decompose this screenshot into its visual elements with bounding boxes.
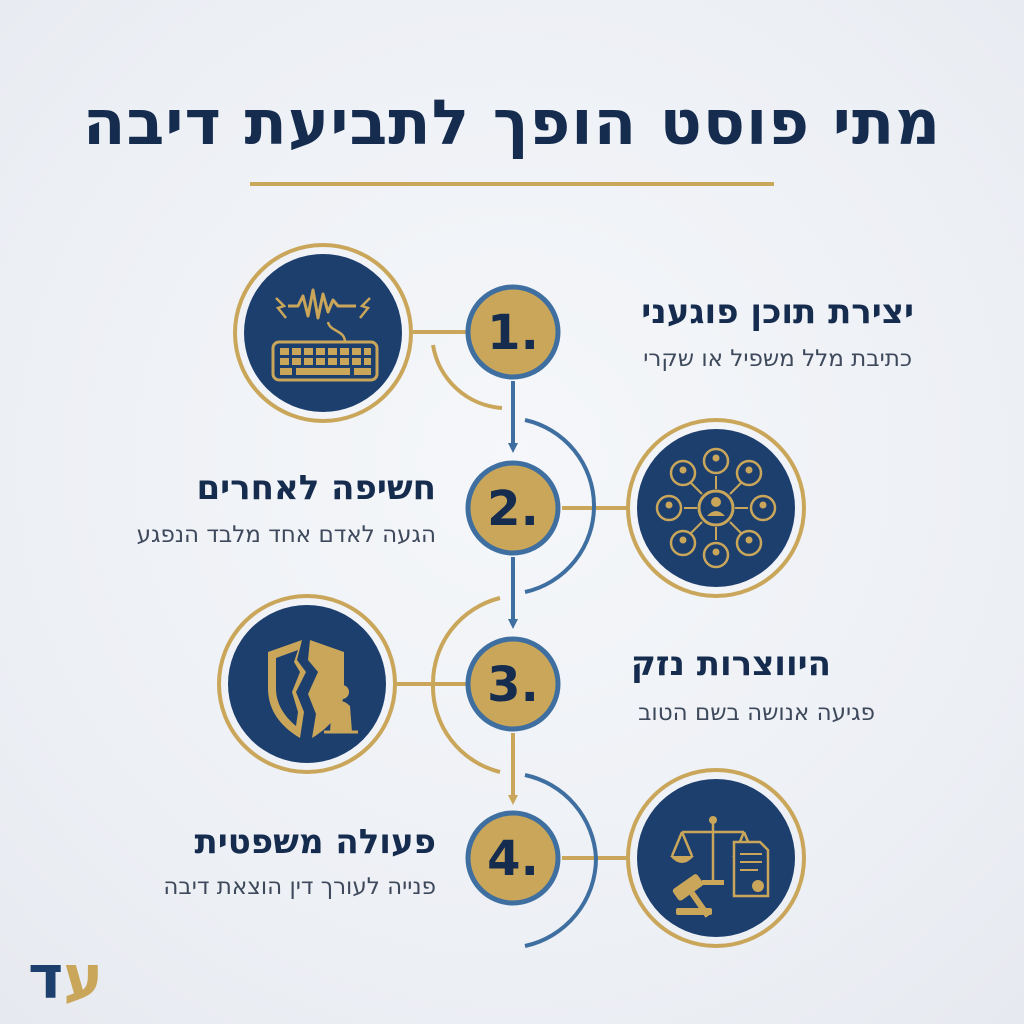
step-3-description: פגיעה אנושה בשם הטוב [638, 700, 875, 726]
step-1-number-circle: 1. [465, 284, 561, 380]
step-2-description: הגעה לאדם אחד מלבד הנפגע [136, 522, 436, 548]
arc-4 [524, 773, 599, 948]
logo: עד [28, 948, 103, 1008]
broken-shield-icon [217, 594, 397, 774]
step-1-number: 1. [487, 305, 539, 361]
step-4-description: פנייה לעורך דין הוצאת דיבה [163, 874, 436, 900]
network-people-icon [626, 418, 806, 598]
title-divider [250, 182, 774, 186]
step-2-number: 2. [487, 481, 539, 537]
keyboard-icon [233, 243, 413, 423]
step-3-title: היווצרות נזק [630, 644, 831, 684]
step-1-description: כתיבת מלל משפיל או שקרי [643, 346, 912, 372]
arc-1 [431, 344, 503, 410]
step-3-number-circle: 3. [465, 636, 561, 732]
step-1-title: יצירת תוכן פוגעני [641, 292, 914, 332]
step-2-title: חשיפה לאחרים [196, 468, 436, 508]
step-4-title: פעולה משפטית [194, 822, 436, 862]
step-2-number-circle: 2. [465, 460, 561, 556]
arc-2 [524, 418, 597, 594]
step-4-number: 4. [487, 831, 539, 887]
step-4-number-circle: 4. [465, 810, 561, 906]
logo-letter-1: ע [63, 943, 104, 1013]
arc-3 [430, 596, 501, 774]
logo-letter-2: ד [28, 943, 64, 1013]
page-title: מתי פוסט הופך לתביעת דיבה [82, 86, 942, 159]
gavel-scales-icon [626, 768, 806, 948]
step-3-number: 3. [487, 657, 539, 713]
